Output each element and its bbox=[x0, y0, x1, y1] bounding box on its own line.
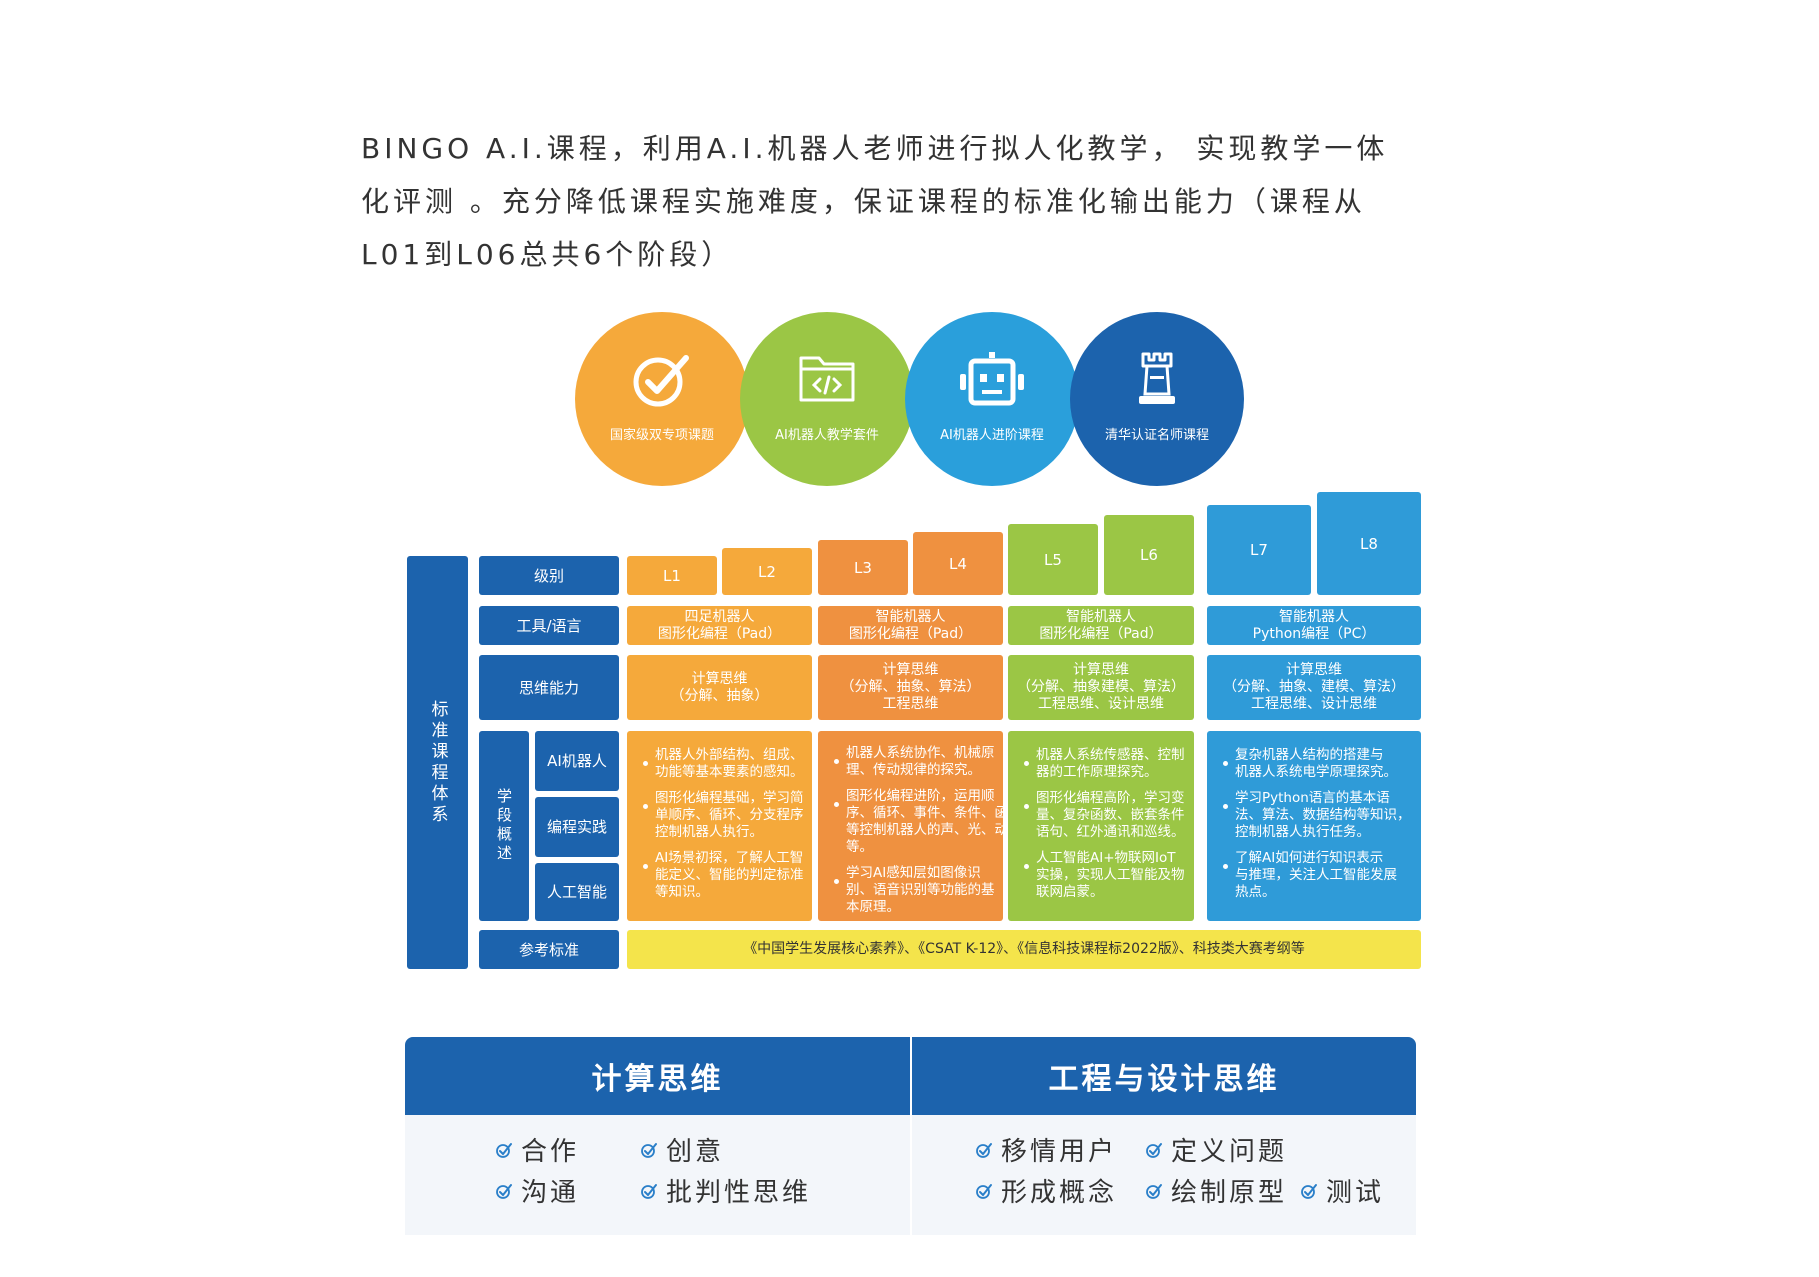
overview-cell-l5-l6: 机器人系统传感器、控制 器的工作原理探究。 图形化编程高阶，学习变 量、复杂函数… bbox=[1008, 731, 1194, 921]
level-block-l4: L4 bbox=[913, 532, 1003, 595]
intro-line-1: BINGO A.I.课程，利用A.I.机器人老师进行拟人化教学， 实现教学一体 bbox=[361, 132, 1389, 165]
overview-bullet: 学习Python语言的基本语 法、算法、数据结构等知识， 控制机器人执行任务。 bbox=[1221, 790, 1411, 841]
level-block-l3: L3 bbox=[818, 540, 908, 595]
engineering-design-thinking-title: 工程与设计思维 bbox=[912, 1037, 1416, 1115]
level-block-l6: L6 bbox=[1104, 515, 1194, 595]
computational-thinking-tags: 合作 创意 沟通 批判性思维 bbox=[405, 1115, 910, 1235]
tag-critical-thinking: 批判性思维 bbox=[640, 1172, 811, 1209]
check-circle-icon bbox=[496, 1142, 512, 1158]
overview-bullet: 机器人外部结构、组成、 功能等基本要素的感知。 bbox=[641, 747, 804, 781]
check-circle-icon bbox=[1301, 1183, 1317, 1199]
robot-icon bbox=[960, 352, 1024, 406]
thinking-cell-l1-l2: 计算思维 （分解、抽象） bbox=[627, 655, 812, 720]
intro-line-3: L01到L06总共6个阶段） bbox=[361, 238, 734, 271]
check-circle-icon bbox=[633, 355, 689, 407]
overview-bullet: 学习AI感知层如图像识 别、语音识别等功能的基 本原理。 bbox=[832, 865, 995, 916]
feature-circle-label: AI机器人进阶课程 bbox=[940, 428, 1044, 443]
overview-cell-l7-l8: 复杂机器人结构的搭建与 机器人系统电学原理探究。 学习Python语言的基本语 … bbox=[1207, 731, 1421, 921]
feature-circle-advanced: AI机器人进阶课程 bbox=[905, 312, 1079, 486]
feature-circles: 国家级双专项课题 AI机器人教学套件 AI机器人进阶课程 清华认证名师课程 bbox=[575, 312, 1244, 487]
overview-bullet: 机器人系统传感器、控制 器的工作原理探究。 bbox=[1022, 747, 1185, 781]
thinking-cell-l7-l8: 计算思维 （分解、抽象、建模、算法） 工程思维、设计思维 bbox=[1207, 655, 1421, 720]
overview-bullet: 复杂机器人结构的搭建与 机器人系统电学原理探究。 bbox=[1221, 747, 1411, 781]
check-circle-icon bbox=[641, 1183, 657, 1199]
tag-define-problem: 定义问题 bbox=[1145, 1131, 1287, 1168]
check-circle-icon bbox=[496, 1183, 512, 1199]
level-block-l2: L2 bbox=[722, 548, 812, 595]
thinking-cell-l5-l6: 计算思维 （分解、抽象建模、算法） 工程思维、设计思维 bbox=[1008, 655, 1194, 720]
row-label-reference: 参考标准 bbox=[479, 930, 619, 969]
check-circle-icon bbox=[1146, 1142, 1162, 1158]
thinking-panels: 计算思维 工程与设计思维 合作 创意 沟通 批判性思维 移情用户 定义问题 bbox=[405, 1037, 1416, 1235]
overview-bullet: 图形化编程基础，学习简 单顺序、循环、分支程序 控制机器人执行。 bbox=[641, 790, 804, 841]
overview-bullet: 图形化编程高阶，学习变 量、复杂函数、嵌套条件 语句、红外通讯和巡线。 bbox=[1022, 790, 1185, 841]
reference-standard: 《中国学生发展核心素养》、《CSAT K-12》、《信息科技课程标2022版》、… bbox=[627, 930, 1421, 969]
tag-communication: 沟通 bbox=[495, 1172, 579, 1209]
check-circle-icon bbox=[1146, 1183, 1162, 1199]
tag-ideate: 形成概念 bbox=[975, 1172, 1117, 1209]
overview-cell-l3-l4: 机器人系统协作、机械原 理、传动规律的探究。 图形化编程进阶，运用顺 序、循环、… bbox=[818, 731, 1022, 921]
overview-bullet: 机器人系统协作、机械原 理、传动规律的探究。 bbox=[832, 745, 995, 779]
engineering-design-thinking-tags: 移情用户 定义问题 形成概念 绘制原型 测试 bbox=[912, 1115, 1416, 1235]
check-circle-icon bbox=[641, 1142, 657, 1158]
overview-cell-l1-l2: 机器人外部结构、组成、 功能等基本要素的感知。 图形化编程基础，学习简 单顺序、… bbox=[627, 731, 812, 921]
tools-cell-l3-l4: 智能机器人 图形化编程（Pad） bbox=[818, 606, 1003, 645]
feature-circle-national: 国家级双专项课题 bbox=[575, 312, 749, 486]
overview-sub-ai: 人工智能 bbox=[535, 863, 619, 921]
thinking-cell-l3-l4: 计算思维 （分解、抽象、算法） 工程思维 bbox=[818, 655, 1003, 720]
row-label-level: 级别 bbox=[479, 556, 619, 595]
level-block-l1: L1 bbox=[627, 556, 717, 595]
feature-circle-label: 清华认证名师课程 bbox=[1104, 428, 1209, 443]
tag-creativity: 创意 bbox=[640, 1131, 724, 1168]
overview-sub-ai-robot: AI机器人 bbox=[535, 731, 619, 791]
level-block-l5: L5 bbox=[1008, 524, 1098, 595]
tools-cell-l5-l6: 智能机器人 图形化编程（Pad） bbox=[1008, 606, 1194, 645]
row-label-thinking: 思维能力 bbox=[479, 655, 619, 720]
level-block-l7: L7 bbox=[1207, 505, 1311, 595]
overview-bullet: 图形化编程进阶，运用顺 序、循环、事件、条件、函数 等控制机器人的声、光、动 等… bbox=[832, 788, 1022, 856]
feature-circle-tsinghua: 清华认证名师课程 bbox=[1070, 312, 1244, 486]
feature-circle-label: AI机器人教学套件 bbox=[775, 428, 879, 443]
level-block-l8: L8 bbox=[1317, 492, 1421, 595]
overview-bullet: AI场景初探，了解人工智 能定义、智能的判定标准 等知识。 bbox=[641, 850, 804, 901]
code-folder-icon bbox=[799, 356, 855, 402]
check-circle-icon bbox=[976, 1142, 992, 1158]
overview-bullet: 人工智能AI+物联网IoT 实操，实现人工智能及物 联网启蒙。 bbox=[1022, 850, 1185, 901]
row-label-tools: 工具/语言 bbox=[479, 606, 619, 645]
rook-icon bbox=[1139, 352, 1175, 404]
feature-circle-label: 国家级双专项课题 bbox=[609, 428, 714, 443]
check-circle-icon bbox=[976, 1183, 992, 1199]
tag-empathize: 移情用户 bbox=[975, 1131, 1117, 1168]
tag-prototype: 绘制原型 bbox=[1145, 1172, 1287, 1209]
intro-paragraph: BINGO A.I.课程，利用A.I.机器人老师进行拟人化教学， 实现教学一体 … bbox=[361, 122, 1481, 281]
tools-cell-l7-l8: 智能机器人 Python编程（PC） bbox=[1207, 606, 1421, 645]
system-label: 标准课程体系 bbox=[407, 556, 468, 969]
overview-bullet: 了解AI如何进行知识表示 与推理，关注人工智能发展 热点。 bbox=[1221, 850, 1411, 901]
computational-thinking-title: 计算思维 bbox=[405, 1037, 910, 1115]
tag-cooperation: 合作 bbox=[495, 1131, 579, 1168]
tag-test: 测试 bbox=[1300, 1172, 1384, 1209]
overview-sub-programming: 编程实践 bbox=[535, 797, 619, 857]
feature-circle-kit: AI机器人教学套件 bbox=[740, 312, 914, 486]
intro-line-2: 化评测 。充分降低课程实施难度，保证课程的标准化输出能力（课程从 bbox=[361, 185, 1366, 218]
tools-cell-l1-l2: 四足机器人 图形化编程（Pad） bbox=[627, 606, 812, 645]
row-label-overview: 学段概述 bbox=[479, 731, 529, 921]
